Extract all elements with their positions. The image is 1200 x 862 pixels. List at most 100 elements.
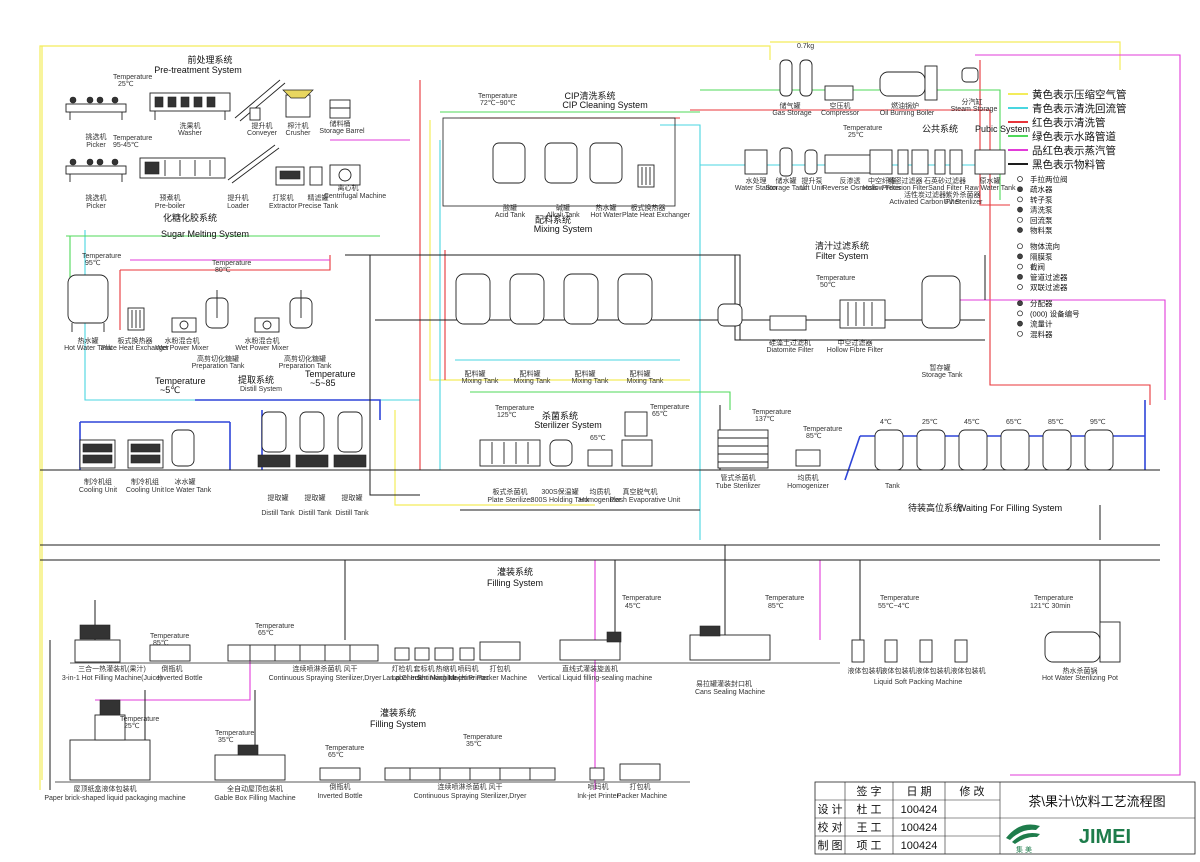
svg-text:配料罐: 配料罐	[630, 369, 651, 378]
svg-text:配料罐: 配料罐	[520, 369, 541, 378]
svg-text:Centrifugal Machine: Centrifugal Machine	[324, 193, 386, 200]
pipe-yellow	[39, 41, 1121, 790]
svg-text:Wet Power Mixer: Wet Power Mixer	[235, 345, 289, 352]
svg-text:Raw Water Tank: Raw Water Tank	[965, 185, 1016, 192]
inverted-bottle-2	[319, 767, 361, 781]
svg-text:85℃: 85℃	[806, 433, 822, 440]
svg-text:Temperature: Temperature	[215, 730, 254, 737]
mixing-tank-1	[455, 273, 491, 325]
svg-text:100424: 100424	[901, 840, 938, 852]
svg-text:待装高位系统: 待装高位系统	[908, 502, 962, 513]
svg-text:Ink-jet Printer: Ink-jet Printer	[447, 675, 489, 682]
svg-text:酸罐: 酸罐	[503, 203, 517, 212]
svg-text:Acid Tank: Acid Tank	[495, 212, 526, 219]
svg-text:液体包装机: 液体包装机	[916, 666, 951, 675]
legend-symbol-label: 混料器	[1030, 329, 1053, 339]
svg-text:Preparation Tank: Preparation Tank	[279, 363, 332, 370]
tb-header-date: 日 期	[906, 785, 931, 798]
svg-text:提升机: 提升机	[228, 193, 249, 202]
svg-text:~5℃: ~5℃	[160, 385, 180, 395]
legend-symbol-icon	[1017, 273, 1023, 280]
svg-text:Wet Power Mixer: Wet Power Mixer	[155, 345, 209, 352]
svg-text:提取罐: 提取罐	[305, 493, 326, 502]
svg-text:易拉罐灌装封口机: 易拉罐灌装封口机	[696, 679, 752, 688]
svg-text:碱罐: 碱罐	[556, 203, 570, 212]
svg-text:Temperature: Temperature	[155, 376, 206, 386]
filling-section-2: 灌装系统 Filling System Temperature 25℃ 屋顶纸盒…	[44, 699, 690, 802]
svg-text:Filter System: Filter System	[816, 251, 869, 261]
legend-symbol-label: 清洗泵	[1030, 205, 1053, 215]
legend-red: 红色表示清洗管	[1032, 116, 1106, 129]
svg-text:Hollow Fibre Filter: Hollow Fibre Filter	[827, 347, 884, 354]
plate-heat-exchanger-sugar	[127, 307, 145, 331]
inkjet-1	[459, 647, 475, 661]
legend-symbol-icon	[1017, 206, 1023, 213]
svg-text:85℃: 85℃	[1048, 419, 1064, 426]
svg-text:Sugar Melting System: Sugar Melting System	[161, 229, 249, 239]
svg-text:45℃: 45℃	[625, 603, 641, 610]
gas-storage	[779, 59, 813, 97]
svg-text:Continuous Spraying Sterilizer: Continuous Spraying Sterilizer,Dryer	[269, 675, 382, 682]
svg-text:Ink-jet Printer: Ink-jet Printer	[577, 793, 619, 800]
packer-2	[619, 763, 661, 781]
svg-text:Lift Unit: Lift Unit	[800, 185, 824, 192]
svg-text:~5~85: ~5~85	[310, 378, 336, 388]
inverted-bottle-1	[149, 644, 191, 662]
svg-text:Packer Machine: Packer Machine	[617, 793, 667, 800]
hollow-fibre-filter	[839, 299, 886, 329]
svg-text:Cooling Unit: Cooling Unit	[126, 487, 164, 494]
picker-2	[65, 158, 127, 182]
svg-text:Temperature: Temperature	[82, 253, 121, 260]
waiting-tank-3	[958, 429, 988, 471]
svg-text:100424: 100424	[901, 822, 938, 834]
svg-text:暂存罐: 暂存罐	[930, 363, 951, 372]
svg-text:中空过滤器: 中空过滤器	[838, 338, 873, 347]
brand-logo: JIMEI	[1079, 826, 1131, 848]
pipe-red	[119, 60, 1151, 471]
svg-text:Shrinking Machine: Shrinking Machine	[417, 675, 475, 682]
legend-symbol-label: (000) 设备编号	[1030, 308, 1080, 318]
filling-section-1: 灌装系统 Filling System 三合一热灌装机(果汁) 3-in-1 H…	[62, 566, 1121, 696]
legend-symbol-label: 转子泵	[1030, 194, 1053, 204]
svg-text:Hot Water: Hot Water	[590, 212, 622, 219]
svg-text:屋顶纸盒液体包装机: 屋顶纸盒液体包装机	[74, 784, 137, 793]
legend-cyan: 青色表示清洗回流管	[1032, 102, 1127, 115]
svg-text:热水罐: 热水罐	[596, 203, 617, 212]
svg-text:Temperature: Temperature	[113, 135, 152, 142]
legend-symbol-label: 截阀	[1030, 262, 1045, 272]
svg-text:Label Insert Machine: Label Insert Machine	[392, 675, 457, 682]
svg-text:Diatomite Filter: Diatomite Filter	[766, 347, 814, 354]
svg-text:原水罐: 原水罐	[980, 176, 1001, 185]
preparation-tank-2	[289, 290, 313, 329]
svg-text:Cooling Unit: Cooling Unit	[79, 487, 117, 494]
legend-symbol-label: 疏水器	[1030, 184, 1053, 194]
legend-symbol-label: 双联过滤器	[1030, 282, 1068, 292]
svg-text:三合一热灌装机(果汁): 三合一热灌装机(果汁)	[78, 664, 146, 673]
svg-text:Pre-boiler: Pre-boiler	[155, 203, 186, 210]
temp-pre1: 25℃	[118, 81, 134, 88]
waiting-tank-2	[916, 429, 946, 471]
homogenizer-1	[587, 449, 613, 467]
holding-tank	[549, 439, 573, 467]
legend-symbol-label: 分配器	[1030, 299, 1053, 308]
distill-tank-3	[333, 411, 367, 468]
legend-symbol-label: 回流泵	[1030, 215, 1053, 225]
storage-barrel	[329, 99, 351, 119]
svg-text:Precision Filter: Precision Filter	[882, 185, 929, 192]
svg-text:100424: 100424	[901, 804, 938, 816]
svg-text:Gas Storage: Gas Storage	[772, 110, 811, 117]
legend-symbol-label: 物料泵	[1030, 225, 1053, 235]
plate-sterilizer	[479, 439, 541, 467]
svg-text:提取罐: 提取罐	[268, 493, 289, 502]
svg-text:套标机: 套标机	[414, 664, 435, 673]
gable-box-machine	[214, 744, 286, 781]
legend-symbol-icon	[1017, 284, 1023, 290]
svg-text:连续喷淋杀菌机 风干: 连续喷淋杀菌机 风干	[438, 782, 503, 791]
svg-text:榨汁机: 榨汁机	[288, 121, 309, 130]
svg-text:95℃: 95℃	[85, 260, 101, 267]
svg-text:55℃~4℃: 55℃~4℃	[878, 603, 910, 610]
svg-text:配料罐: 配料罐	[465, 369, 486, 378]
svg-text:倒瓶机: 倒瓶机	[162, 664, 183, 673]
liquid-packing	[851, 639, 968, 663]
svg-text:水粉混合机: 水粉混合机	[165, 336, 200, 345]
